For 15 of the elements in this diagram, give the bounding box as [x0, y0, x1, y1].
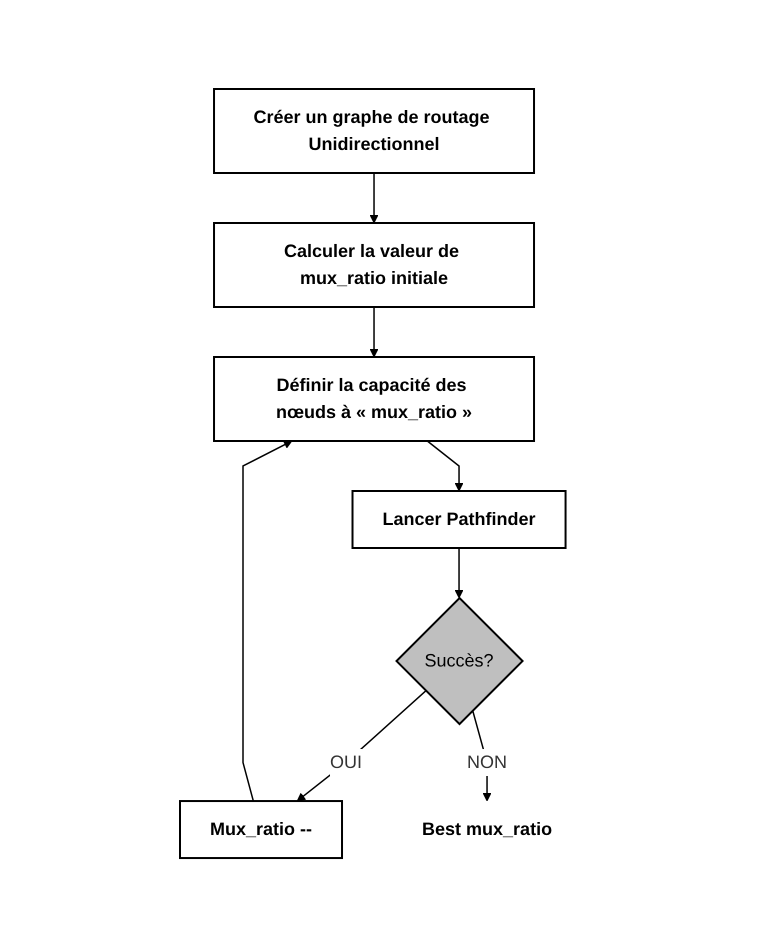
node-diamond: Succès?	[395, 597, 524, 726]
arrow	[370, 307, 378, 358]
node-text: Best mux_ratio	[422, 820, 552, 840]
arrow	[426, 440, 464, 492]
edge-label: OUI	[330, 752, 362, 773]
node-box: Lancer Pathfinder	[351, 490, 567, 550]
node-box: Calculer la valeur de mux_ratio initiale	[213, 222, 535, 308]
arrow	[296, 690, 426, 802]
edge-label: NON	[467, 752, 508, 773]
node-box: Créer un graphe de routage Unidirectionnel	[213, 88, 535, 174]
node-box: Définir la capacité des nœuds à « mux_ratio »	[213, 356, 535, 442]
node-box: Mux_ratio --	[178, 800, 343, 860]
arrow	[454, 548, 464, 599]
arrow	[370, 173, 378, 224]
arrow	[242, 441, 292, 802]
